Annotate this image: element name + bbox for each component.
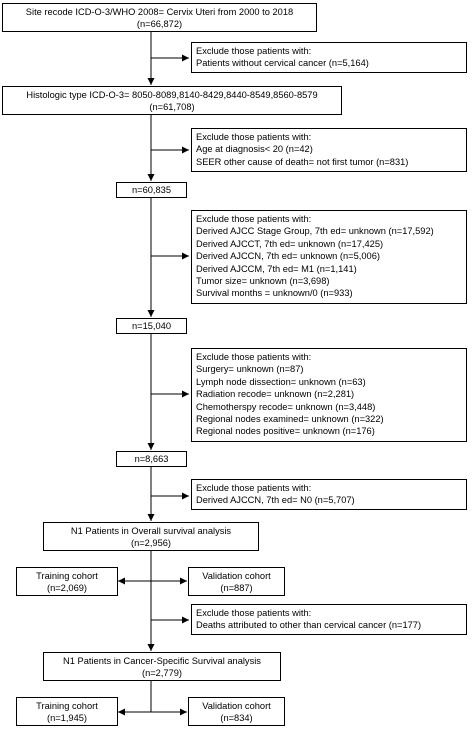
box-exclude-4-line-5: Chemotherspy recode= unknown (n=3,448) [196, 401, 376, 412]
box-exclude-1-line-2: Patients without cervical cancer (n=5,16… [196, 58, 369, 69]
box-exclude-4-line-2: Surgery= unknown (n=87) [196, 364, 304, 375]
box-n1-cancer-specific-survival: N1 Patients in Cancer-Specific Survival … [43, 652, 281, 681]
box-exclude-3-line-1: Exclude those patients with: [196, 214, 312, 224]
box-exclude-1-line-1: Exclude those patients with: [196, 46, 312, 56]
box-exclude-3-line-7: Survival months = unknown/0 (n=933) [196, 288, 353, 299]
box-histologic-type-line-2: (n=61,708) [149, 102, 195, 113]
box-histologic-type-line-1: Histologic type ICD-O-3= 8050-8089,8140-… [26, 90, 318, 100]
box-exclude-3-line-4: Derived AJCCN, 7th ed= unknown (n=5,006) [196, 251, 380, 262]
box-site-recode-line-2: (n=66,872) [136, 19, 183, 30]
box-exclude-5-line-1: Exclude those patients with: [196, 483, 312, 493]
box-n-8663: n=8,663 [116, 451, 187, 467]
box-site-recode: Site recode ICD-O-3/WHO 2008= Cervix Ute… [2, 3, 317, 32]
box-training-cohort-2-line-1: Training cohort [36, 701, 98, 711]
box-validation-cohort-1-line-1: Validation cohort [202, 571, 271, 581]
box-exclude-4-line-6: Regional nodes examined= unknown (n=322) [196, 414, 384, 425]
box-validation-cohort-1: Validation cohort (n=887) [188, 567, 285, 596]
box-training-cohort-2: Training cohort (n=1,945) [16, 697, 118, 726]
box-validation-cohort-1-line-2: (n=887) [220, 583, 253, 594]
box-exclude-2-line-1: Exclude those patients with: [196, 132, 312, 142]
box-n1-overall-survival-line-1: N1 Patients in Overall survival analysis [70, 526, 232, 536]
box-n1-cancer-specific-survival-line-1: N1 Patients in Cancer-Specific Survival … [63, 656, 261, 666]
box-n1-overall-survival: N1 Patients in Overall survival analysis… [43, 522, 259, 551]
box-exclude-4-line-7: Regional nodes positive= unknown (n=176) [196, 426, 375, 437]
box-training-cohort-1-line-2: (n=2,069) [46, 583, 88, 594]
box-histologic-type: Histologic type ICD-O-3= 8050-8089,8140-… [2, 86, 342, 115]
box-exclude-3: Exclude those patients with: Derived AJC… [191, 210, 467, 304]
box-exclude-2-line-2: Age at diagnosis< 20 (n=42) [196, 144, 313, 155]
box-exclude-1: Exclude those patients with: Patients wi… [191, 42, 467, 73]
box-site-recode-line-1: Site recode ICD-O-3/WHO 2008= Cervix Ute… [25, 7, 294, 17]
box-exclude-2-line-3: SEER other cause of death= not first tum… [196, 156, 409, 167]
box-exclude-3-line-3: Derived AJCCT, 7th ed= unknown (n=17,425… [196, 238, 384, 249]
box-n-60835: n=60,835 [116, 182, 187, 198]
box-exclude-5: Exclude those patients with: Derived AJC… [191, 479, 467, 510]
box-exclude-2: Exclude those patients with: Age at diag… [191, 128, 467, 172]
box-exclude-6: Exclude those patients with: Deaths attr… [191, 604, 467, 635]
box-training-cohort-2-line-2: (n=1,945) [46, 713, 88, 724]
box-exclude-4-line-4: Radiation recode= unknown (n=2,281) [196, 389, 355, 400]
box-training-cohort-1: Training cohort (n=2,069) [16, 567, 118, 596]
box-validation-cohort-2: Validation cohort (n=834) [188, 697, 285, 726]
box-exclude-4-line-1: Exclude those patients with: [196, 352, 312, 362]
box-n-8663-line-1: n=8,663 [134, 454, 169, 464]
box-n1-overall-survival-line-2: (n=2,956) [130, 538, 172, 549]
box-exclude-3-line-5: Derived AJCCM, 7th ed= M1 (n=1,141) [196, 263, 357, 274]
box-n-60835-line-1: n=60,835 [131, 185, 172, 195]
box-n1-cancer-specific-survival-line-2: (n=2,779) [141, 668, 183, 679]
box-n-15040-line-1: n=15,040 [131, 321, 172, 331]
box-training-cohort-1-line-1: Training cohort [36, 571, 98, 581]
box-exclude-4: Exclude those patients with: Surgery= un… [191, 348, 467, 442]
box-validation-cohort-2-line-2: (n=834) [220, 713, 253, 724]
box-exclude-6-line-1: Exclude those patients with: [196, 608, 312, 618]
box-n-15040: n=15,040 [116, 318, 187, 334]
box-exclude-4-line-3: Lymph node dissection= unknown (n=63) [196, 376, 366, 387]
box-exclude-5-line-2: Derived AJCCN, 7th ed= N0 (n=5,707) [196, 495, 355, 506]
box-validation-cohort-2-line-1: Validation cohort [202, 701, 271, 711]
box-exclude-3-line-6: Tumor size= unknown (n=3,698) [196, 276, 330, 287]
box-exclude-6-line-2: Deaths attributed to other than cervical… [196, 620, 422, 631]
box-exclude-3-line-2: Derived AJCC Stage Group, 7th ed= unknow… [196, 226, 434, 237]
